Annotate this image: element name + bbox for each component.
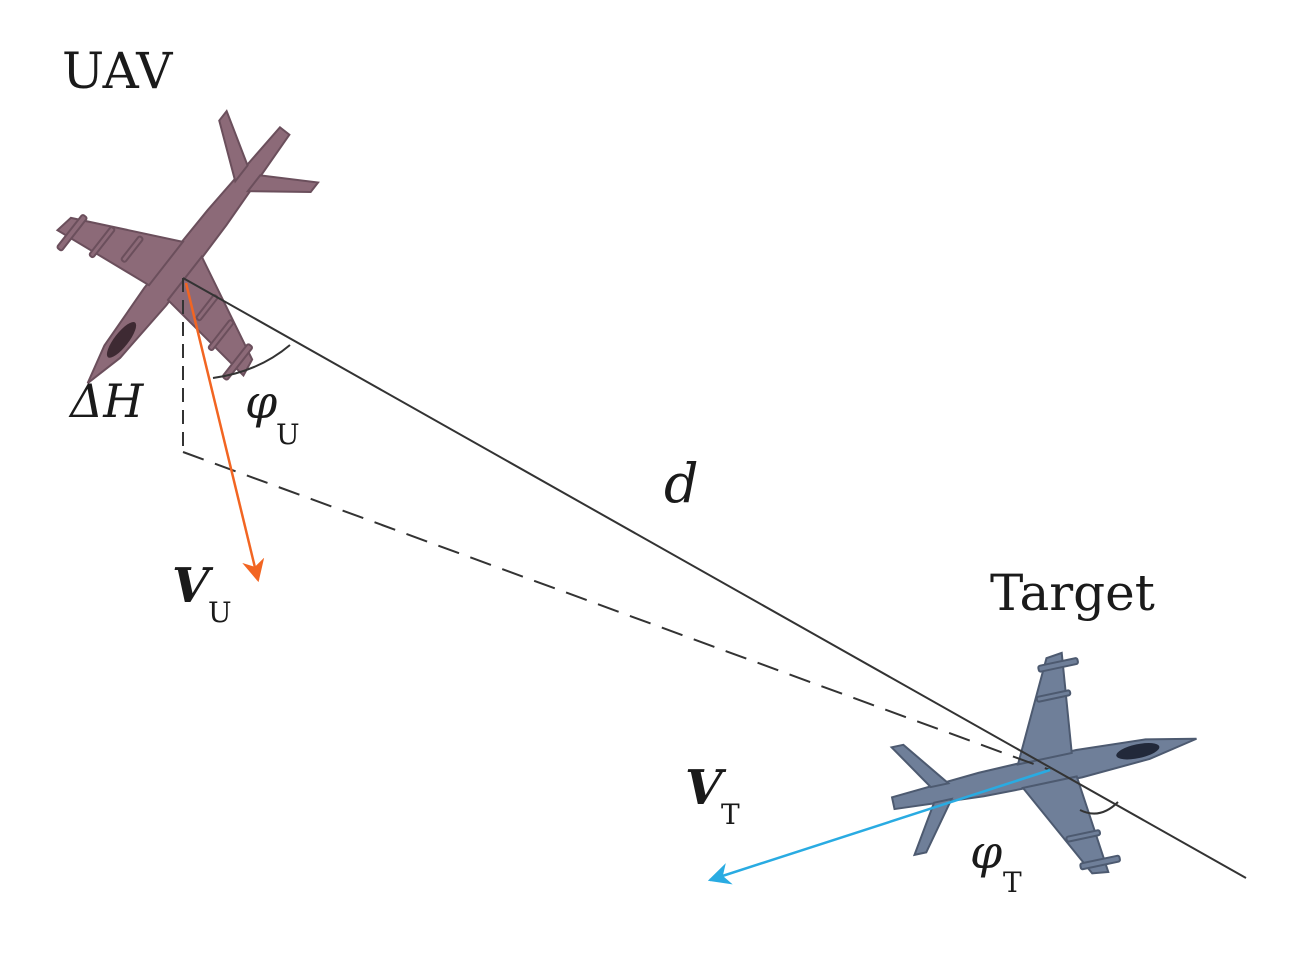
- target-label: Target: [990, 564, 1155, 622]
- phi-t-symbol: φ: [970, 825, 1003, 879]
- v-t-symbol: V: [685, 760, 727, 816]
- uav-velocity-arrow: [184, 282, 265, 583]
- target-angle-arc: [1079, 801, 1119, 815]
- phi-u-subscript: U: [276, 418, 300, 451]
- phi-u-symbol: φ: [245, 375, 278, 429]
- uav-label: UAV: [62, 42, 173, 100]
- phi-t-subscript: T: [1003, 866, 1022, 899]
- target-velocity-arrow: [707, 768, 1051, 885]
- v-u-subscript: U: [208, 596, 232, 629]
- horizontal-projection-line: [182, 451, 1051, 771]
- distance-d-label: d: [664, 452, 699, 515]
- target-aircraft-icon: [889, 651, 1197, 875]
- delta-h-label: ΔH: [68, 374, 144, 428]
- uav-aircraft-icon: [55, 109, 320, 384]
- v-t-subscript: T: [721, 798, 740, 831]
- line-of-sight-d: [182, 277, 1247, 879]
- v-u-symbol: V: [172, 558, 214, 614]
- uav-angle-arc: [212, 344, 291, 379]
